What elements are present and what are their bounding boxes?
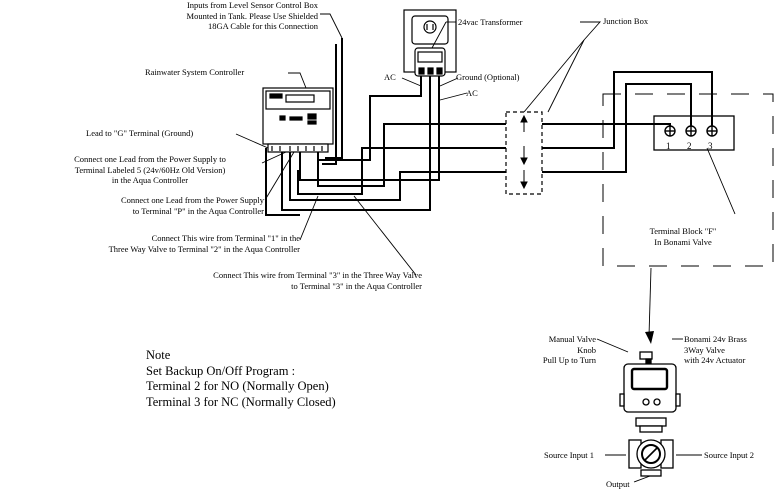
terminal-screws (664, 125, 718, 137)
terminal-3-label: 3 (708, 141, 713, 151)
lead-5-label: Connect one Lead from the Power Supply t… (40, 154, 260, 186)
source-input-2-label: Source Input 2 (704, 450, 755, 460)
lead-g-label: Lead to "G" Terminal (Ground) (86, 128, 194, 138)
lead-p-line2: to Terminal "P" in the Aqua Controller (132, 205, 264, 216)
terminal-block-line2: In Bonami Valve (654, 236, 712, 247)
lead-p-line1: Connect one Lead from the Power Supply (120, 195, 264, 205)
wire-3-label: Connect This wire from Terminal "3" in t… (128, 270, 422, 291)
note-block: Note Set Backup On/Off Program : Termina… (146, 348, 336, 410)
rainwater-controller (262, 87, 334, 153)
lead-5-line2: Terminal Labeled 5 (24v/60Hz Old Version… (74, 164, 226, 175)
sensor-inputs-line2: Mounted in Tank. Please Use Shielded (186, 10, 318, 21)
terminal-block-housing (602, 93, 774, 267)
ground-optional-label: Ground (Optional) (456, 72, 520, 82)
manual-valve-line1: Manual Valve (548, 334, 596, 344)
junction-box-label: Junction Box (603, 16, 649, 26)
note-line1: Set Backup On/Off Program : (146, 363, 296, 378)
source-input-1-label: Source Input 1 (544, 450, 595, 460)
bonami-valve-label: Bonami 24v Brass 3Way Valve with 24v Act… (684, 334, 747, 366)
note-line2: Terminal 2 for NO (Normally Open) (146, 379, 329, 393)
wire-3-line1: Connect This wire from Terminal "3" in t… (213, 270, 422, 280)
manual-valve-label: Manual Valve Knob Pull Up to Turn (520, 334, 596, 366)
note-title: Note (146, 348, 171, 362)
ac-right-label: AC (466, 88, 478, 98)
wire-3-line2: to Terminal "3" in the Aqua Controller (291, 280, 422, 291)
output-label: Output (606, 479, 630, 489)
wire-1-line1: Connect This wire from Terminal "1" in t… (151, 233, 300, 243)
wire-1-label: Connect This wire from Terminal "1" in t… (56, 233, 300, 254)
manual-valve-line3: Pull Up to Turn (542, 355, 596, 365)
leader-lines (235, 13, 736, 483)
valve-arrow-head (645, 331, 654, 344)
bonami-valve (619, 351, 681, 477)
sensor-inputs-line1: Inputs from Level Sensor Control Box (186, 0, 318, 10)
bonami-line3: with 24v Actuator (684, 355, 746, 365)
lead-5-line1: Connect one Lead from the Power Supply t… (74, 154, 226, 164)
bonami-line1: Bonami 24v Brass (684, 334, 747, 344)
bonami-line2: 3Way Valve (684, 344, 725, 355)
ac-left-label: AC (384, 72, 396, 82)
lead-5-line3: in the Aqua Controller (111, 175, 189, 185)
transformer (414, 47, 446, 77)
terminal-1-label: 1 (666, 141, 671, 151)
note-line3: Terminal 3 for NC (Normally Closed) (146, 394, 336, 409)
sensor-inputs-line3: 18GA Cable for this Connection (207, 21, 318, 31)
controller-label: Rainwater System Controller (145, 67, 245, 77)
terminal-block-line1: Terminal Block "F" (649, 226, 717, 236)
manual-valve-line2: Knob (577, 344, 596, 355)
transformer-label: 24vac Transformer (458, 17, 523, 27)
lead-p-label: Connect one Lead from the Power Supply t… (64, 195, 264, 216)
wiring (265, 38, 713, 216)
sensor-inputs-label: Inputs from Level Sensor Control Box Mou… (120, 0, 318, 32)
junction-box-connectors (520, 114, 528, 190)
wire-1-line2: Three Way Valve to Terminal "2" in the A… (108, 243, 300, 254)
terminal-block-label: Terminal Block "F" In Bonami Valve (628, 226, 738, 247)
terminal-2-label: 2 (687, 141, 692, 151)
